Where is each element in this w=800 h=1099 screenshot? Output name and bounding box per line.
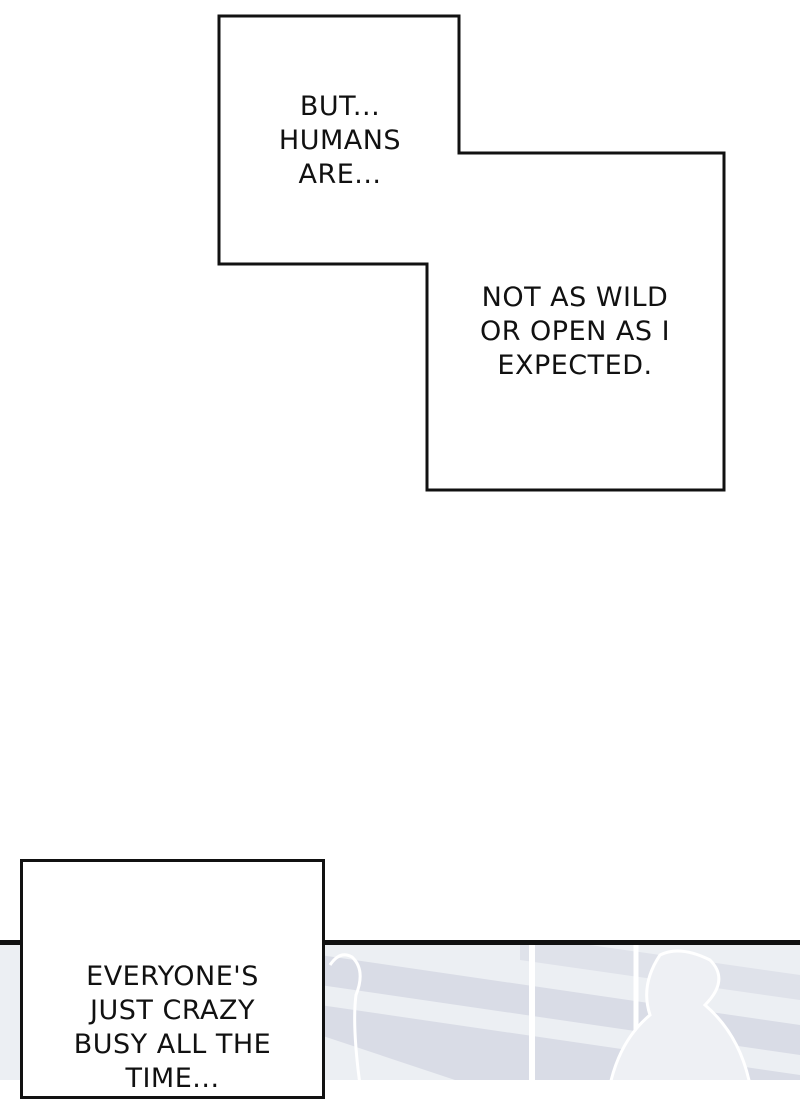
figure-silhouette bbox=[609, 949, 751, 1080]
caption-text-2: NOT AS WILD OR OPEN AS I EXPECTED. bbox=[440, 281, 710, 383]
caption-text-3: EVERYONE'S JUST CRAZY BUSY ALL THE TIME.… bbox=[40, 960, 305, 1096]
caption-line: HUMANS bbox=[278, 125, 402, 156]
caption-line: EVERYONE'S bbox=[86, 961, 259, 992]
caption-line: NOT AS WILD bbox=[481, 282, 669, 313]
caption-line: OR OPEN AS I bbox=[479, 316, 671, 347]
caption-box-3 bbox=[20, 859, 325, 1099]
figure-outline bbox=[328, 953, 362, 1080]
caption-line: EXPECTED. bbox=[497, 350, 653, 381]
caption-group-top: BUT... HUMANS ARE... NOT AS WILD OR OPEN… bbox=[0, 0, 800, 500]
caption-line: BUT... bbox=[299, 91, 381, 122]
caption-line: TIME... bbox=[125, 1063, 220, 1094]
caption-box-outline bbox=[217, 14, 726, 492]
caption-line: JUST CRAZY bbox=[90, 995, 255, 1026]
caption-line: ARE... bbox=[298, 159, 382, 190]
caption-line: BUSY ALL THE bbox=[73, 1029, 272, 1060]
caption-text-1: BUT... HUMANS ARE... bbox=[240, 90, 440, 192]
linked-caption-boxes bbox=[217, 14, 726, 492]
panel-artwork bbox=[320, 945, 800, 1080]
